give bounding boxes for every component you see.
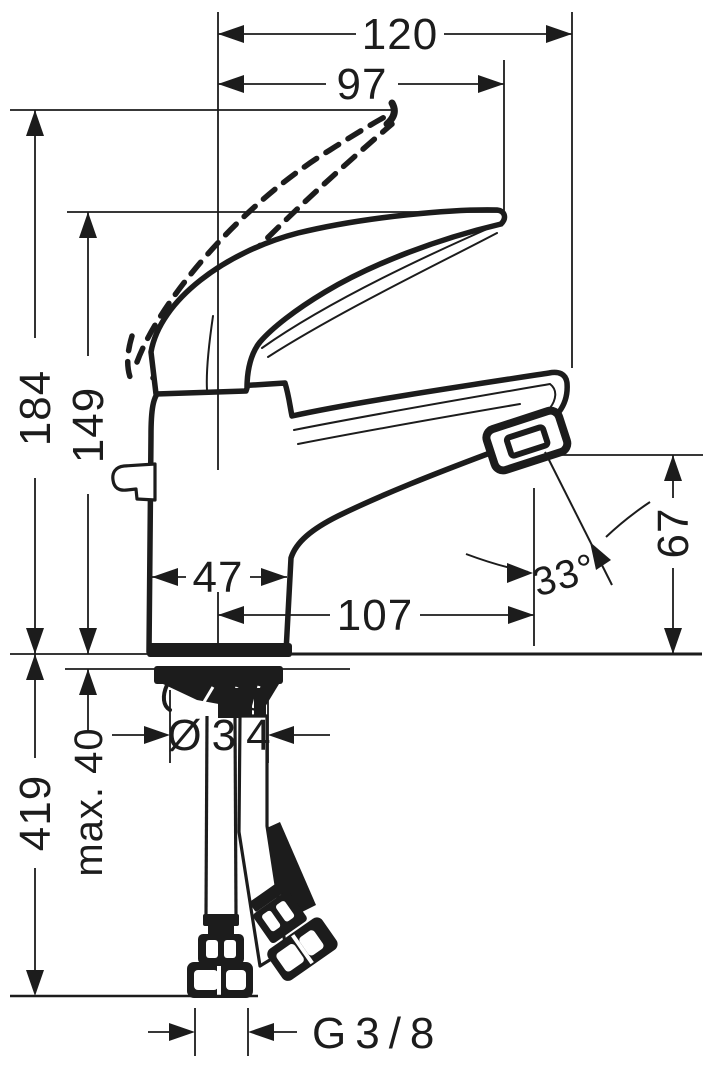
dim-label-g38: G3/8	[312, 1009, 443, 1058]
dimension-max-mounting-40: max. 40	[67, 669, 111, 877]
dimension-outlet-angle-33: 33°	[465, 451, 651, 606]
side-pin	[111, 462, 157, 502]
dimension-connection-thread: G3/8	[148, 1009, 443, 1058]
hose-connector-left	[187, 914, 253, 998]
faucet-body-and-spout	[146, 369, 570, 655]
dim-label-419: 419	[11, 775, 60, 851]
dim-label-107: 107	[337, 591, 413, 640]
dimension-overall-width-120: 120	[218, 10, 572, 59]
reference-lines	[10, 12, 703, 1056]
dimension-shank-diameter-34: Ø34	[112, 711, 330, 760]
dimension-outlet-height-67: 67	[649, 455, 698, 654]
dim-label-149: 149	[64, 387, 113, 463]
dim-label-max40: max. 40	[67, 727, 111, 876]
dimension-base-width-47: 47	[152, 553, 287, 602]
dimension-hose-length-419: 419	[11, 654, 60, 996]
dim-label-47: 47	[193, 553, 244, 602]
dim-label-33deg: 33°	[528, 546, 601, 606]
lever-handle	[148, 207, 508, 397]
dim-label-120: 120	[362, 10, 438, 59]
dim-label-97: 97	[337, 60, 388, 109]
dimension-handle-width-97: 97	[218, 60, 504, 109]
dim-label-dia34: Ø34	[167, 711, 280, 760]
dimension-spout-reach-107: 107	[218, 591, 534, 640]
dimension-overall-height-184: 184	[11, 110, 60, 654]
hose-connector-right	[249, 883, 338, 981]
faucet-figure	[111, 99, 572, 998]
dimension-spout-tip-height-149: 149	[64, 212, 113, 654]
dim-label-67: 67	[649, 508, 698, 559]
dim-label-184: 184	[11, 370, 60, 446]
